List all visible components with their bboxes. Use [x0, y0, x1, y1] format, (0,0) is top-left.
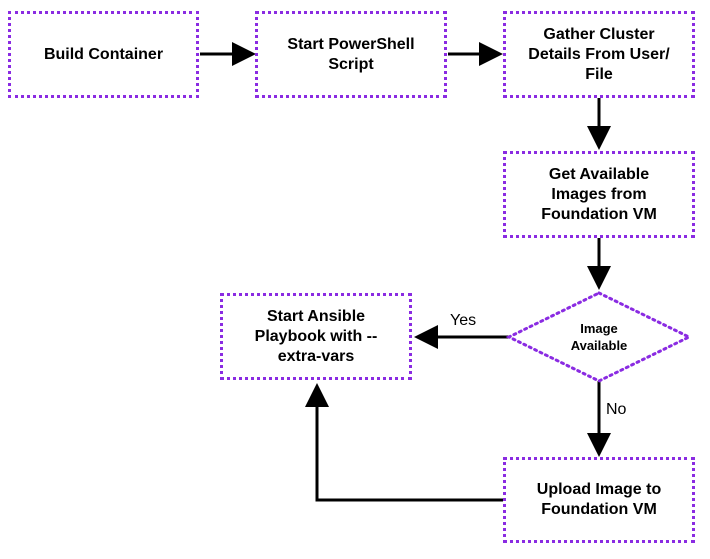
edge-label-yes: Yes [450, 312, 477, 329]
node-upload-image-label: Upload Image to Foundation VM [536, 481, 662, 518]
node-gather-cluster-label: Gather Cluster Details From User/ File [528, 25, 670, 83]
node-start-ansible-label: Start Ansible Playbook with -- extra-var… [254, 307, 378, 365]
node-get-images-label: Get Available Images from Foundation VM [541, 165, 657, 223]
node-build-container: Build Container [8, 11, 199, 98]
node-get-images: Get Available Images from Foundation VM [503, 151, 695, 238]
decision-label: Image Available [570, 321, 628, 353]
node-start-ansible: Start Ansible Playbook with -- extra-var… [220, 293, 412, 380]
node-gather-cluster: Gather Cluster Details From User/ File [503, 11, 695, 98]
arrow-upload-to-ansible [305, 383, 503, 502]
node-start-powershell-label: Start PowerShell Script [287, 35, 415, 73]
node-start-powershell: Start PowerShell Script [255, 11, 447, 98]
decision-diamond [505, 291, 693, 383]
node-build-container-label: Build Container [43, 45, 164, 63]
decision-label-box: Image Available [539, 315, 659, 359]
edge-label-no: No [606, 401, 627, 418]
node-upload-image: Upload Image to Foundation VM [503, 457, 695, 543]
